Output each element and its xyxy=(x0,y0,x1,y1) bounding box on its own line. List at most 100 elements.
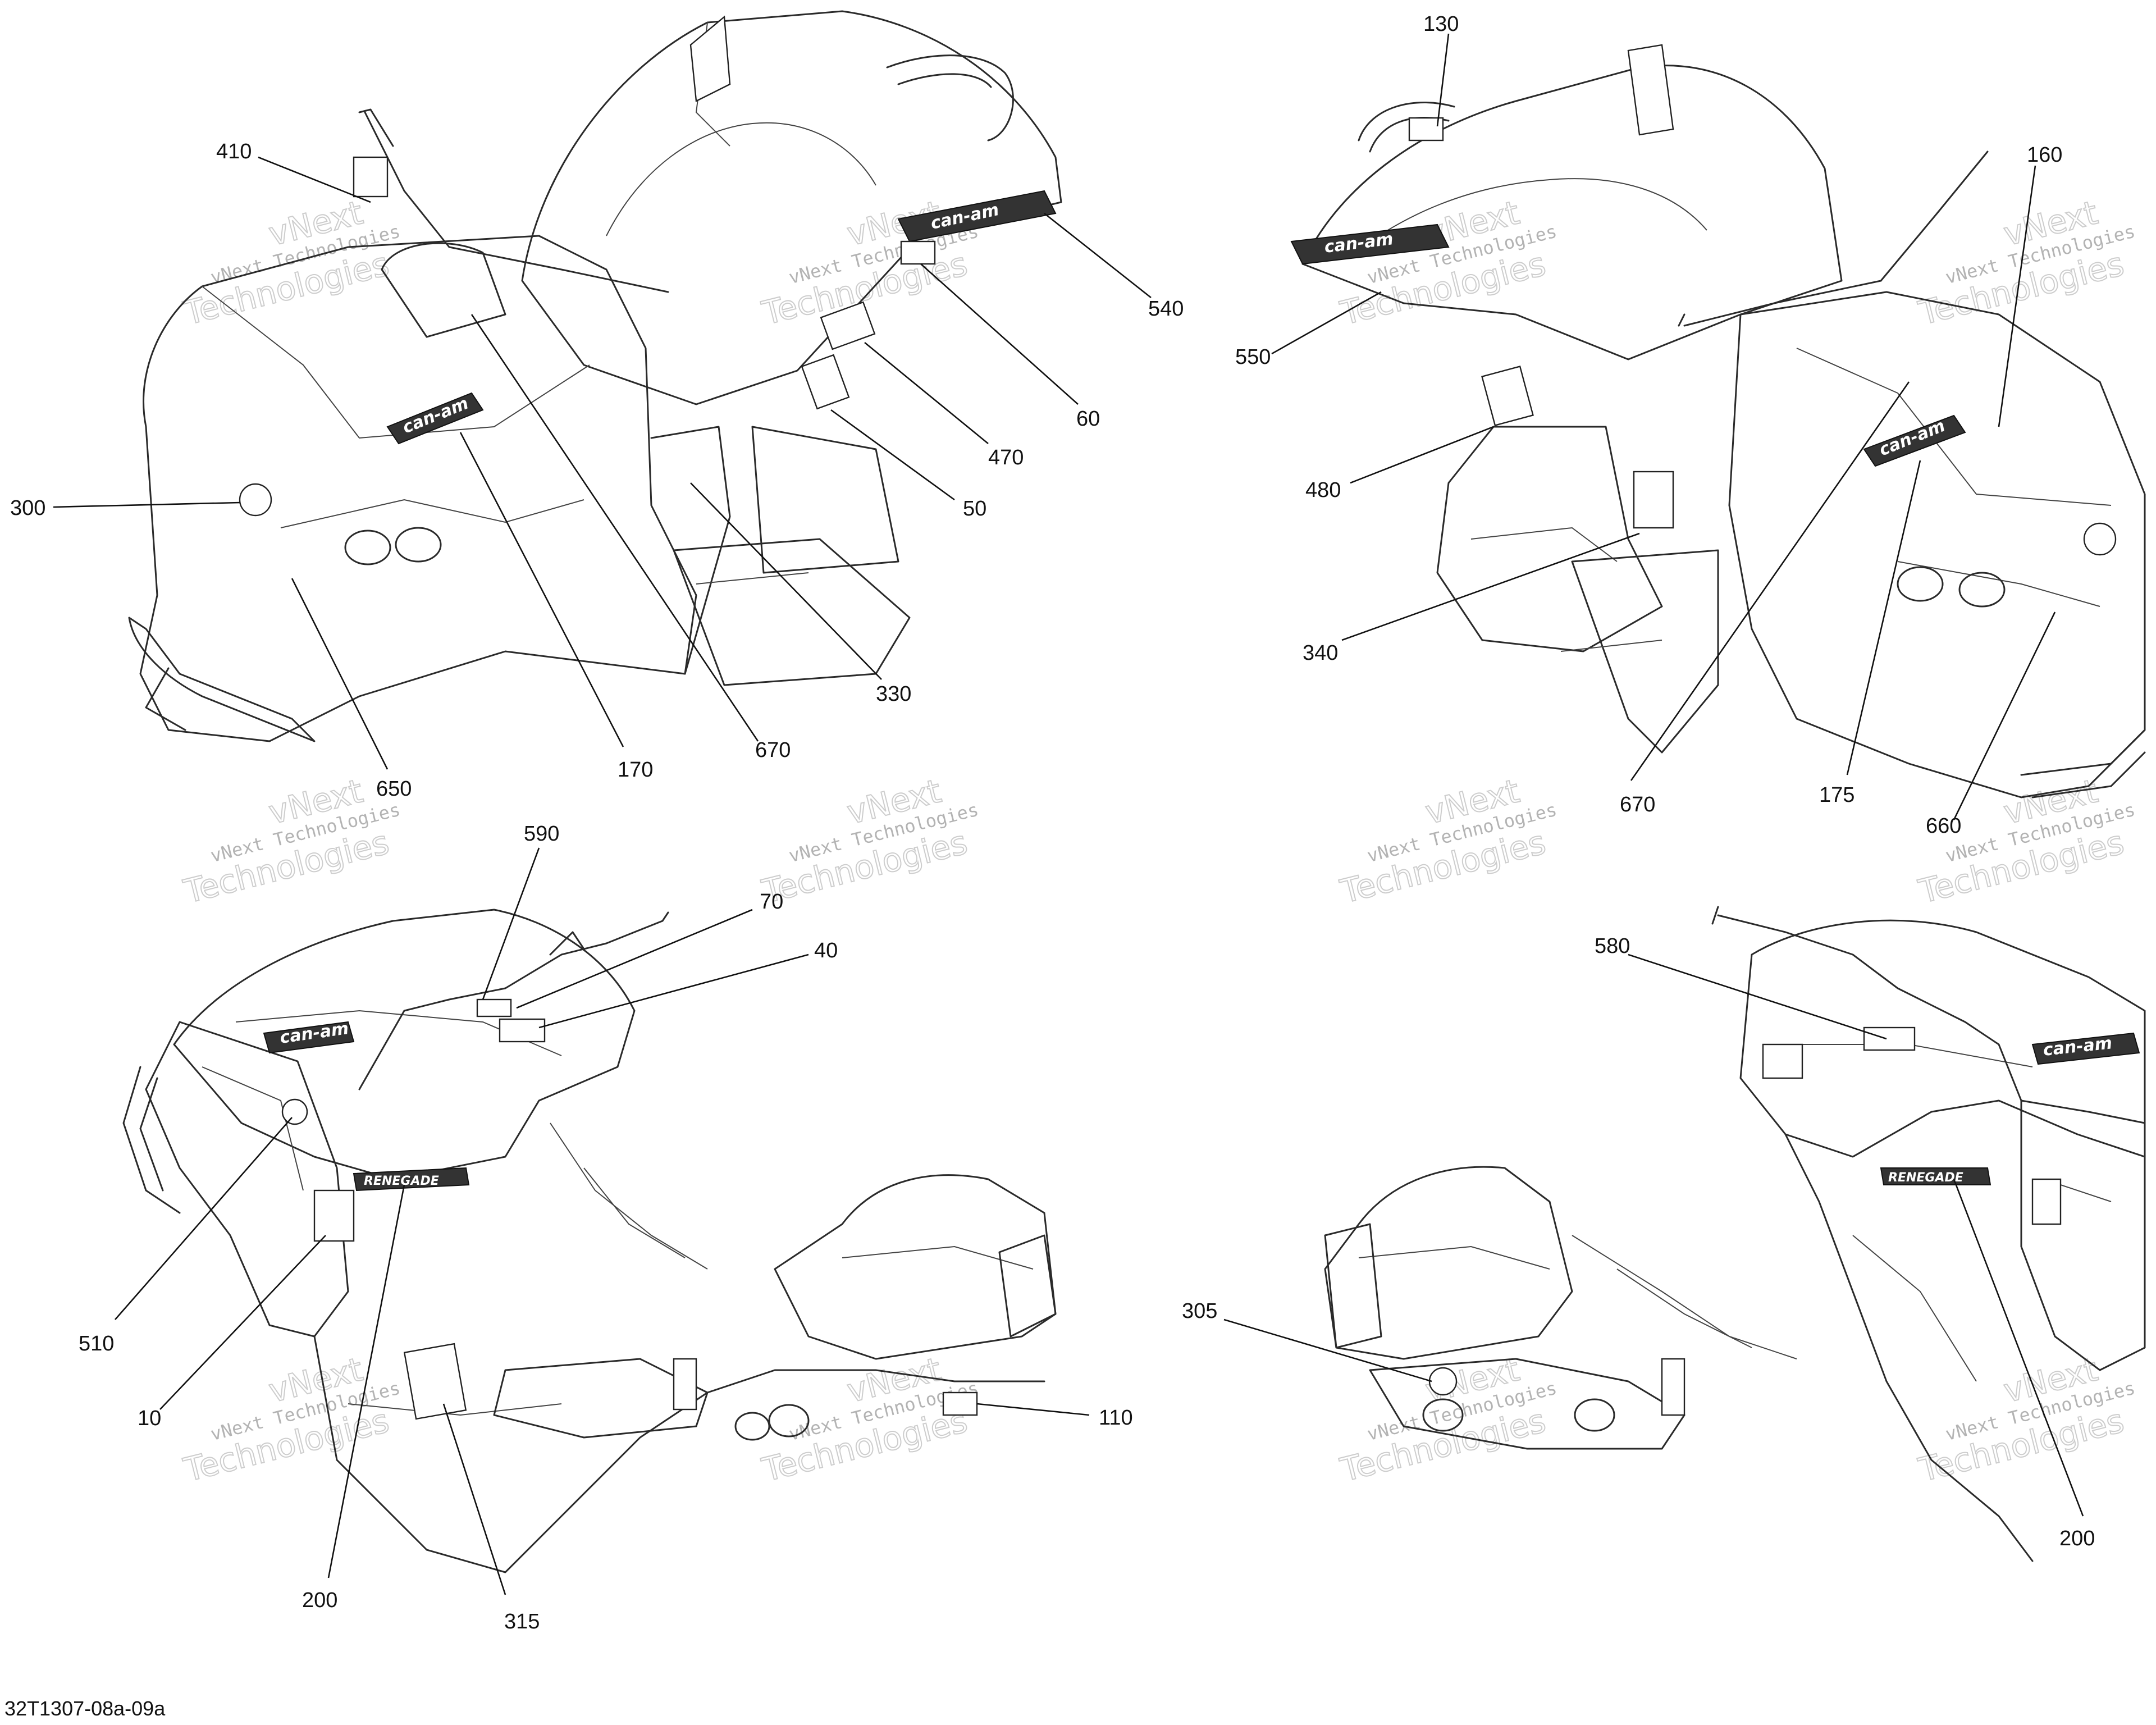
callout-410: 410 xyxy=(216,140,252,163)
decal-580 xyxy=(1863,1026,1916,1051)
callout-480: 480 xyxy=(1305,478,1341,502)
leader-160 xyxy=(1998,165,2036,427)
leader-550 xyxy=(1271,291,1382,355)
leader-510 xyxy=(115,1117,293,1320)
decal-410 xyxy=(353,156,389,198)
leader-170 xyxy=(459,432,624,747)
callout-670: 670 xyxy=(1620,793,1655,816)
decal-70 xyxy=(476,998,512,1017)
seat-decal xyxy=(689,15,731,102)
vehicle-illustration: can-am RENEGADE xyxy=(122,909,1057,1573)
view-rear-left: can-am RENEGADE 590 70 40 510 xyxy=(79,822,1133,1633)
renegade-decal: RENEGADE xyxy=(1880,1167,1991,1185)
leader-470 xyxy=(864,341,989,445)
can-am-logo-decal: can-am xyxy=(263,1019,355,1054)
leader-540 xyxy=(1044,212,1152,299)
leader-315 xyxy=(442,1403,506,1595)
view-front-left: can-am can-am 410 540 60 470 xyxy=(10,10,1184,801)
leader-650 xyxy=(291,578,389,770)
decal-305 xyxy=(1428,1367,1458,1396)
callout-175: 175 xyxy=(1819,783,1854,807)
seat-decal xyxy=(1627,44,1674,136)
callout-40: 40 xyxy=(814,939,838,962)
leader-200 xyxy=(1953,1179,2084,1517)
callout-70: 70 xyxy=(760,890,783,914)
leader-480 xyxy=(1350,426,1494,484)
leader-175 xyxy=(1846,460,1921,775)
leader-340 xyxy=(1341,532,1640,641)
leader-50 xyxy=(830,409,955,501)
decal-110 xyxy=(942,1391,978,1416)
leader-110 xyxy=(976,1403,1090,1416)
watermarks: vNext vNext Technologies Technologies vN… xyxy=(179,193,2137,1490)
model-text: RENEGADE xyxy=(1888,1171,1963,1185)
leader-130 xyxy=(1436,33,1450,127)
decal-340 xyxy=(1633,471,1674,529)
watermark-3: vNext vNext Technologies Technologies xyxy=(1336,193,1559,333)
callout-130: 130 xyxy=(1423,12,1459,36)
callout-305: 305 xyxy=(1182,1299,1217,1323)
callout-200: 200 xyxy=(302,1589,337,1612)
decal-480 xyxy=(1481,366,1534,426)
leader-410 xyxy=(258,156,371,203)
callout-470: 470 xyxy=(988,446,1024,469)
can-am-logo-decal: can-am xyxy=(2031,1032,2140,1065)
view-rear-right: can-am RENEGADE 580 305 200 xyxy=(1182,906,2146,1562)
vehicle-illustration: can-am RENEGADE xyxy=(1324,906,2146,1562)
callout-315: 315 xyxy=(504,1610,540,1633)
callout-170: 170 xyxy=(618,758,653,782)
callout-60: 60 xyxy=(1076,407,1100,431)
leader-590 xyxy=(482,847,540,1000)
callout-200: 200 xyxy=(2059,1527,2095,1550)
decal-50 xyxy=(801,354,850,410)
can-am-logo-decal: can-am xyxy=(1863,414,1966,467)
renegade-decal: RENEGADE xyxy=(353,1167,470,1192)
can-am-logo-decal: can-am xyxy=(386,392,484,445)
leader-580 xyxy=(1628,953,1887,1040)
decal-510 xyxy=(281,1098,308,1125)
watermark-2: vNext vNext Technologies Technologies xyxy=(757,193,980,333)
callout-160: 160 xyxy=(2027,143,2062,167)
leader-305 xyxy=(1223,1318,1432,1382)
view-front-right: can-am can-am 130 160 550 480 340 670 xyxy=(1235,12,2146,838)
watermark-12: vNext vNext Technologies Technologies xyxy=(1914,1349,2137,1490)
decal-300 xyxy=(239,483,272,517)
vehicle-illustration: can-am can-am xyxy=(1290,44,2146,798)
dash-decal xyxy=(1762,1043,1803,1079)
callout-330: 330 xyxy=(876,682,911,706)
vehicle-illustration: can-am can-am xyxy=(128,10,1062,742)
leader-70 xyxy=(516,909,753,1009)
watermark-6: vNext vNext Technologies Technologies xyxy=(757,771,980,911)
callout-660: 660 xyxy=(1926,814,1961,838)
callout-550: 550 xyxy=(1235,345,1271,369)
decal-40 xyxy=(499,1018,546,1043)
watermark-7: vNext vNext Technologies Technologies xyxy=(1336,771,1559,911)
callout-590: 590 xyxy=(524,822,559,846)
callout-340: 340 xyxy=(1303,641,1338,665)
watermark-10: vNext vNext Technologies Technologies xyxy=(757,1349,980,1490)
callout-50: 50 xyxy=(963,497,986,521)
watermark-1: vNext vNext Technologies Technologies xyxy=(179,193,402,333)
callout-670: 670 xyxy=(755,738,791,762)
tail-decal xyxy=(1661,1358,1685,1416)
callout-580: 580 xyxy=(1595,934,1630,958)
callout-10: 10 xyxy=(138,1407,161,1430)
tail-decal xyxy=(673,1358,697,1411)
callout-510: 510 xyxy=(79,1332,114,1356)
leader-40 xyxy=(538,953,809,1029)
watermark-4: vNext vNext Technologies Technologies xyxy=(1914,193,2137,333)
callout-110: 110 xyxy=(1099,1406,1133,1430)
model-text: RENEGADE xyxy=(364,1174,439,1188)
callout-650: 650 xyxy=(376,777,412,801)
decal-10 xyxy=(313,1189,355,1242)
leader-300 xyxy=(53,501,241,508)
leader-10 xyxy=(159,1235,326,1410)
decal-130 xyxy=(1408,117,1444,142)
logo-text: can-am xyxy=(1876,416,1948,460)
callout-300: 300 xyxy=(10,496,45,520)
leader-660 xyxy=(1953,611,2056,820)
watermark-5: vNext vNext Technologies Technologies xyxy=(179,771,402,911)
headlight-decal xyxy=(2083,522,2117,556)
leader-330 xyxy=(690,482,882,680)
